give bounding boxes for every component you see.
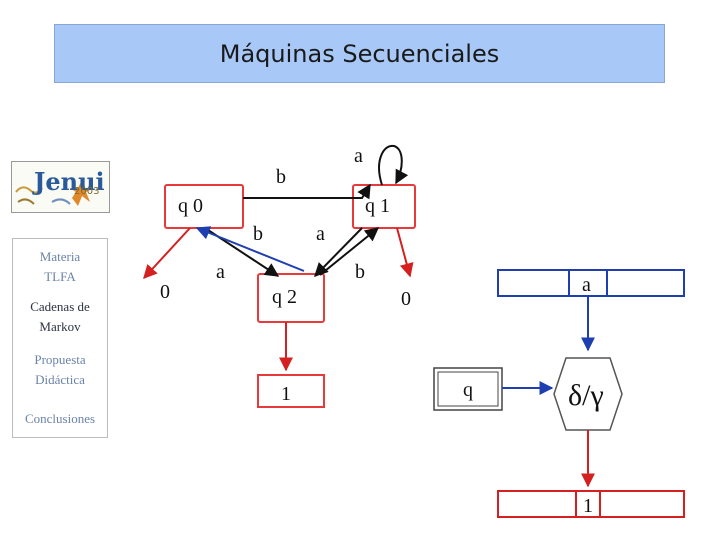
title-banner: Máquinas Secuenciales — [54, 24, 665, 83]
sidebar-item-cadenas-de-markov[interactable]: Cadenas de Markov — [13, 297, 107, 337]
sidebar-item-materia-tlfa[interactable]: Materia TLFA — [13, 247, 107, 287]
sidebar-item-label: Markov — [39, 319, 81, 334]
transition-label-self-q1: a — [354, 145, 363, 167]
output-tape — [497, 490, 685, 518]
output-q2-box — [257, 374, 325, 408]
transition-label-q1-to-q2: b — [355, 261, 365, 283]
state-q1-label: q 1 — [365, 195, 390, 217]
sidebar-nav: Materia TLFA Cadenas de Markov Propuesta… — [12, 238, 108, 438]
function-hexagon — [553, 357, 623, 431]
sidebar-item-label: Materia — [39, 249, 81, 264]
state-register-label: q — [463, 379, 473, 401]
page-title: Máquinas Secuenciales — [219, 39, 500, 68]
transition-q1-to-q2 — [314, 227, 363, 278]
transition-q2-to-q0 — [195, 226, 305, 272]
output-q0: 0 — [160, 281, 170, 303]
state-q2-label: q 2 — [272, 286, 297, 308]
state-register-inner — [437, 371, 499, 407]
jenui-logo: Jenui 2003 — [11, 161, 110, 213]
input-tape — [497, 269, 685, 297]
jenui-logo-graphic: Jenui 2003 — [12, 162, 109, 212]
sidebar-item-label: TLFA — [44, 269, 76, 284]
output-q1: 0 — [401, 288, 411, 310]
transition-label-q0-to-q2: a — [216, 261, 225, 283]
sidebar-item-label: Cadenas de — [30, 299, 90, 314]
output-tape-symbol: 1 — [583, 495, 593, 517]
sidebar-item-label: Didáctica — [35, 372, 85, 387]
transition-label-q1-to-q0: b — [253, 223, 263, 245]
transition-q0-to-q1 — [243, 183, 371, 200]
logo-year: 2003 — [74, 186, 99, 197]
input-tape-symbol: a — [582, 274, 591, 296]
transition-q2-to-q1 — [319, 227, 380, 276]
state-q0-label: q 0 — [178, 195, 203, 217]
output-q2: 1 — [281, 383, 291, 405]
sidebar-item-label: Conclusiones — [24, 411, 96, 426]
state-q0-box — [164, 184, 244, 229]
logo-name: Jenui — [32, 167, 105, 196]
output-arrow-q0 — [143, 227, 191, 280]
transition-q1-self — [378, 144, 409, 186]
output-arrow-q1 — [396, 227, 414, 278]
sidebar-item-label: Propuesta — [34, 352, 86, 367]
transition-label-q2-to-q1: a — [316, 223, 325, 245]
state-q2-box — [257, 273, 325, 323]
transition-label-q0-to-q1: b — [276, 166, 286, 188]
sidebar-item-propuesta-didactica[interactable]: Propuesta Didáctica — [13, 350, 107, 390]
sidebar-item-conclusiones[interactable]: Conclusiones — [13, 409, 107, 429]
function-label: δ/γ — [568, 379, 604, 412]
